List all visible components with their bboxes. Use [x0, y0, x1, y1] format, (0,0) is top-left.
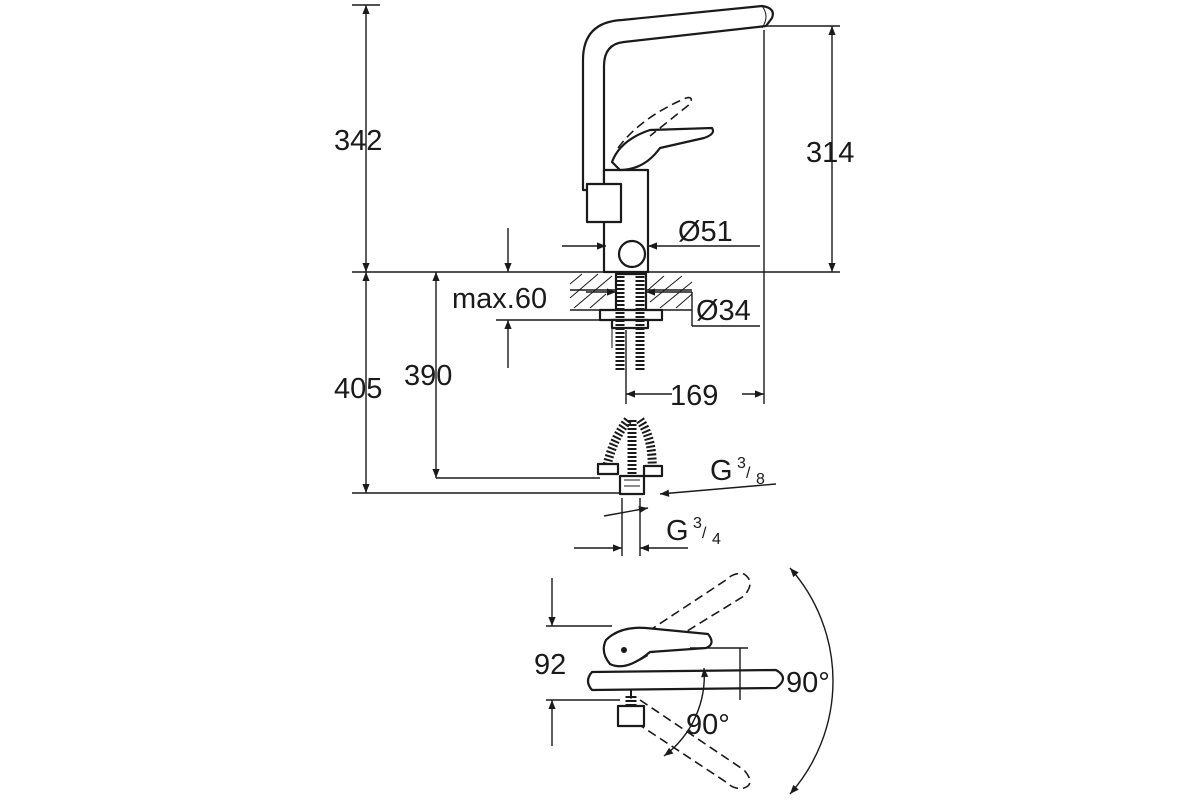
- label-g34: G 3 / 4: [666, 515, 721, 548]
- svg-text:G: G: [710, 455, 733, 487]
- top-view: 92 90° 90°: [534, 567, 834, 795]
- svg-text:/: /: [746, 465, 751, 482]
- label-g38: G 3 / 8: [710, 455, 765, 488]
- svg-text:/: /: [702, 525, 707, 542]
- label-34: Ø34: [696, 295, 751, 327]
- spout-swing-up: [625, 572, 751, 661]
- base-connector: [617, 239, 647, 269]
- svg-text:3: 3: [693, 515, 702, 532]
- label-92: 92: [534, 649, 566, 681]
- arc-spout-swing: [789, 567, 834, 795]
- arc-lever-swing: [663, 667, 709, 757]
- lever-raised-outline: [617, 96, 693, 149]
- label-90-outer: 90°: [786, 667, 830, 699]
- label-169: 169: [670, 380, 718, 412]
- label-max60: max.60: [452, 283, 547, 315]
- svg-text:4: 4: [712, 531, 721, 548]
- fixing-nut: [598, 308, 664, 322]
- leader-g38: [659, 483, 777, 497]
- label-51: Ø51: [678, 216, 733, 248]
- spout: [581, 4, 774, 192]
- svg-text:3: 3: [737, 455, 746, 472]
- faucet-body: [581, 4, 774, 274]
- spout-plan: [586, 668, 785, 692]
- label-342: 342: [334, 125, 382, 157]
- label-405: 405: [334, 373, 382, 405]
- lever-plan: [602, 626, 713, 668]
- side-shower-block: [585, 182, 623, 224]
- side-view: 342 314 Ø51 max.60 Ø34 405 390 169 G 3 /…: [334, 4, 854, 556]
- label-314: 314: [806, 137, 854, 169]
- svg-text:8: 8: [756, 471, 765, 488]
- label-390: 390: [404, 360, 452, 392]
- lever-handle: [610, 126, 715, 172]
- svg-text:G: G: [666, 515, 689, 547]
- hose-ends: [596, 417, 664, 496]
- label-90-inner: 90°: [686, 709, 730, 741]
- leader-g34: [603, 506, 649, 517]
- spout-swing-down: [625, 699, 751, 790]
